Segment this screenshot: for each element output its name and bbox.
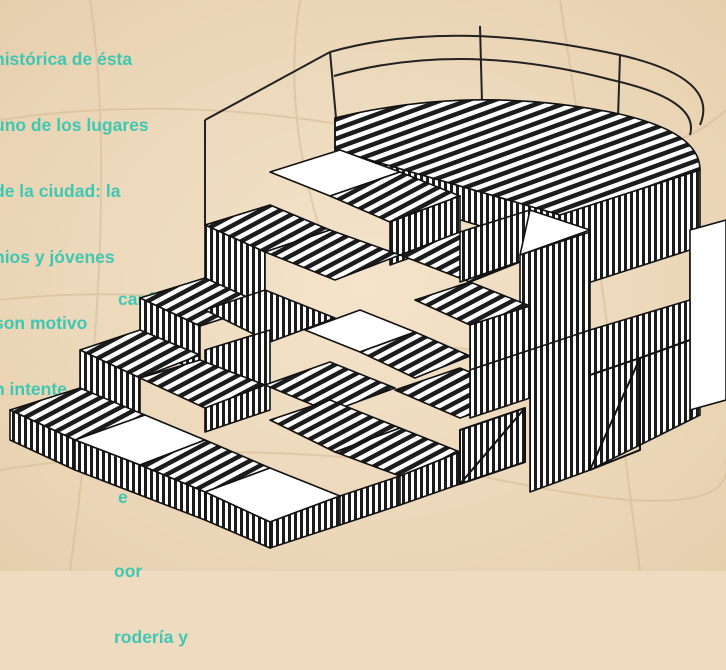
text-line: de la ciudad: la (0, 181, 121, 201)
grandstand-illustration (9, 25, 726, 549)
text-line: e (118, 487, 128, 507)
text-line: son motivo (0, 313, 88, 333)
text-line: uno de los lugares (0, 115, 149, 135)
text-line: n intente (0, 379, 67, 399)
text-line: nios y jóvenes (0, 247, 115, 267)
braces (459, 339, 691, 485)
right-wall-opening (689, 219, 726, 411)
paragraph-top: histórica de ésta uno de los lugares de … (0, 4, 149, 422)
text-line: histórica de ésta (0, 49, 133, 69)
text-line: rodería y (114, 627, 188, 647)
top-platform (334, 99, 701, 216)
